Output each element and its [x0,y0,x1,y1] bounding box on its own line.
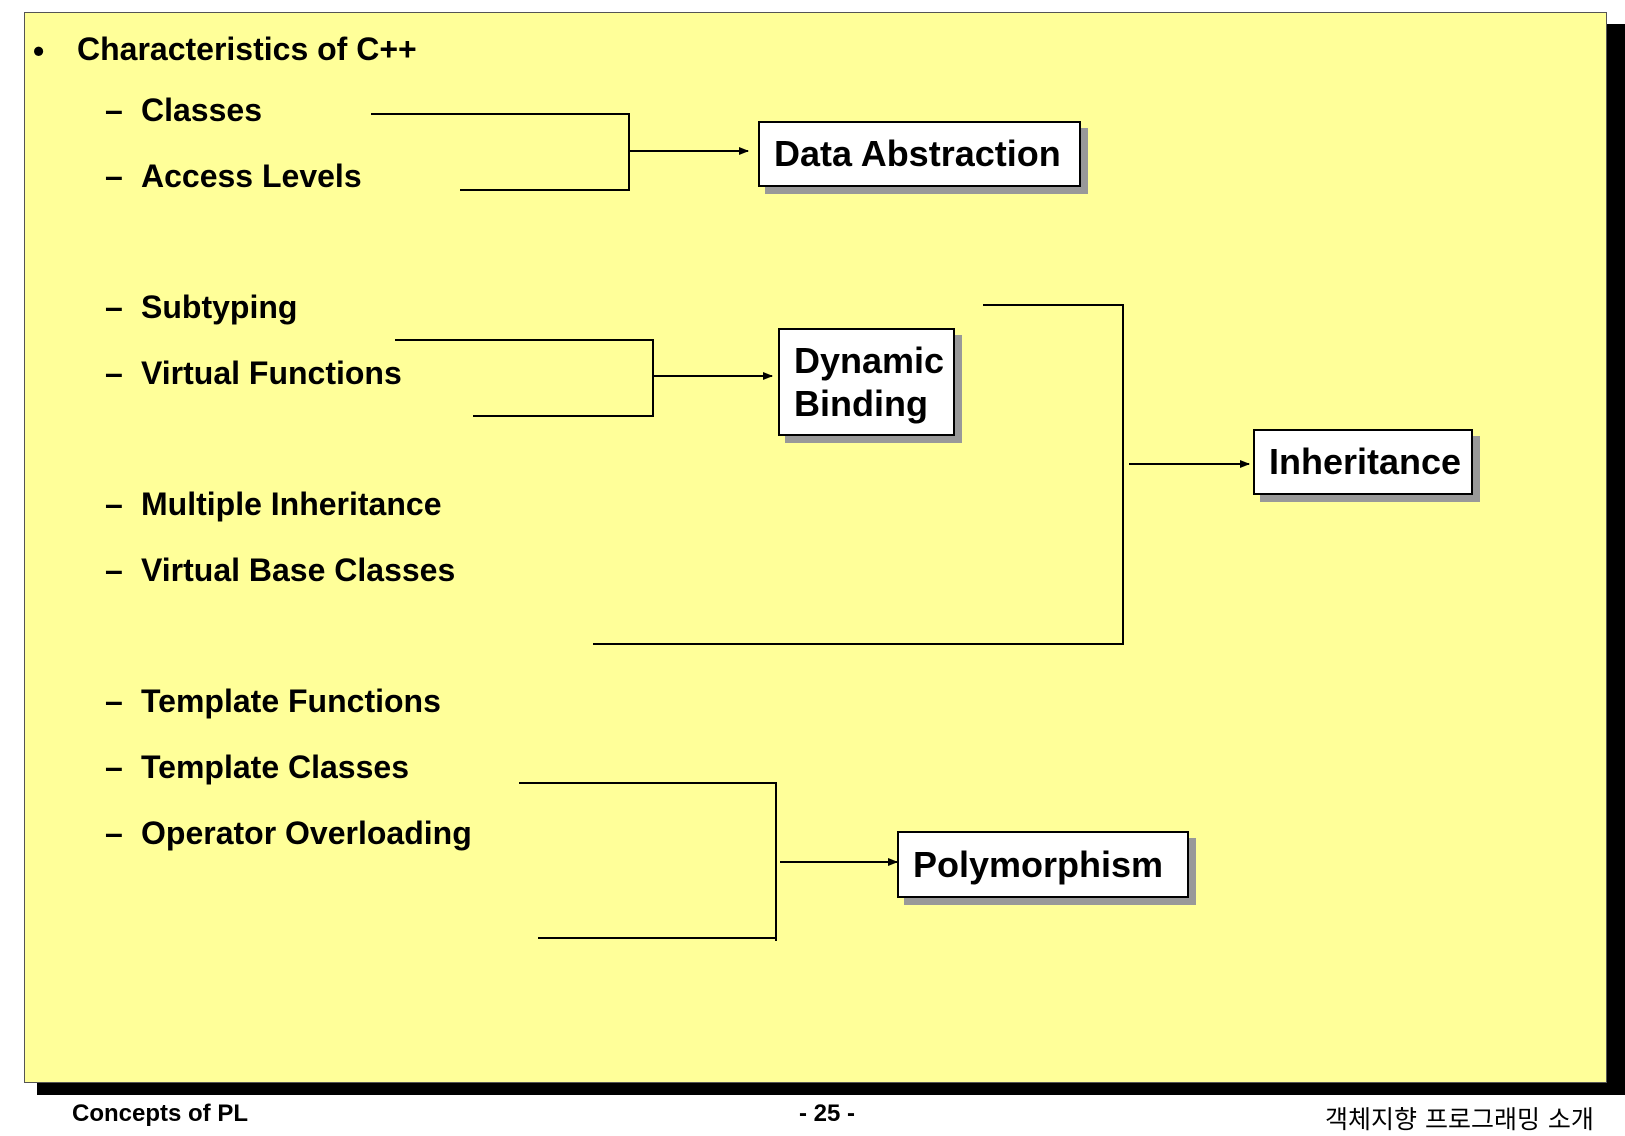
item-template-functions: Template Functions [141,683,441,719]
data-abstraction-box: Data Abstraction [758,121,1088,194]
dash: – [105,355,123,391]
footer-right: 객체지향 프로그래밍 소개 [1325,1105,1594,1134]
item-classes: Classes [141,92,262,128]
item-multiple-inheritance: Multiple Inheritance [141,486,442,522]
dynamic-binding-connector [395,339,773,417]
connector-diagram [371,113,1250,941]
item-operator-overloading: Operator Overloading [141,815,472,851]
dash: – [105,289,123,325]
heading-title: Characteristics of C++ [77,31,417,67]
dynamic-binding-line1: Dynamic [794,339,945,381]
dynamic-binding-box: Dynamic Binding [778,328,962,443]
inheritance-connector [593,304,1250,645]
dash: – [105,815,123,851]
footer-page-number: - 25 - [799,1100,856,1127]
dynamic-binding-line2: Binding [794,383,928,424]
inheritance-label: Inheritance [1253,429,1473,495]
dash: – [105,158,123,194]
data-abstraction-label: Data Abstraction [758,121,1081,187]
data-abstraction-connector [371,113,749,191]
dash: – [105,749,123,785]
heading-bullet: • [33,33,45,69]
item-virtual-functions: Virtual Functions [141,355,402,391]
dash: – [105,92,123,128]
item-access-levels: Access Levels [141,158,362,194]
dash: – [105,683,123,719]
dynamic-binding-label: Dynamic Binding [778,328,955,436]
footer-left: Concepts of PL [72,1100,249,1127]
dash: – [105,486,123,522]
dash: – [105,552,123,588]
item-subtyping: Subtyping [141,289,298,325]
polymorphism-label: Polymorphism [897,831,1189,898]
polymorphism-box: Polymorphism [897,831,1196,905]
inheritance-box: Inheritance [1253,429,1480,502]
polymorphism-connector [519,782,898,941]
slide: • Characteristics of C++ – Classes – Acc… [24,12,1607,1083]
item-virtual-base-classes: Virtual Base Classes [141,552,456,588]
item-template-classes: Template Classes [141,749,409,785]
